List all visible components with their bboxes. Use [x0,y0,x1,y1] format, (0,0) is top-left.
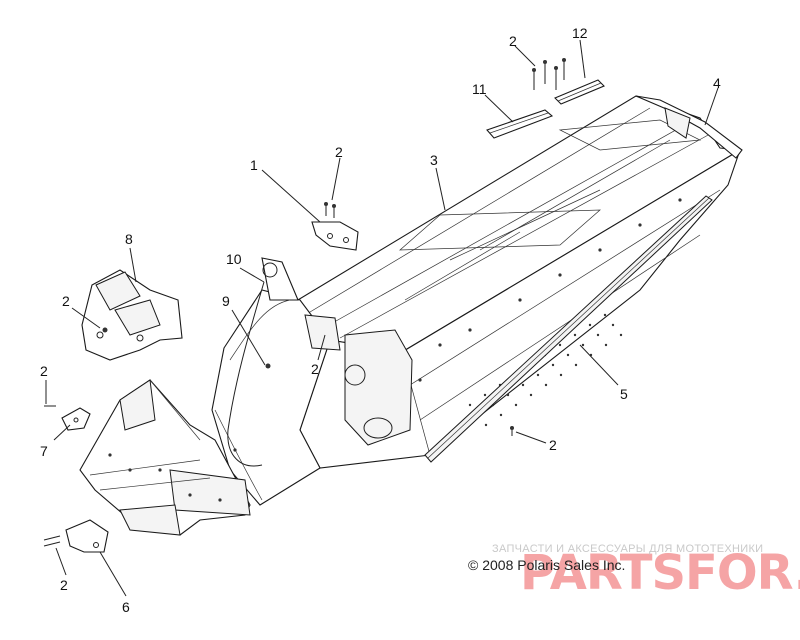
callout-2-part-7: 2 [40,363,48,379]
callout-6: 6 [122,599,130,615]
callout-12: 12 [572,25,588,41]
copyright-notice: © 2008 Polaris Sales Inc. [468,557,626,573]
callout-2-top-bracket: 2 [335,144,343,160]
part-12-rail-cap [554,79,605,105]
part-7-clamp [61,407,91,431]
callout-11: 11 [472,81,487,97]
callout-7: 7 [40,443,48,459]
callout-1: 1 [250,157,258,173]
callout-9: 9 [222,293,230,309]
part-1-bracket [311,221,359,251]
callout-5: 5 [620,386,628,402]
leader-lines [45,39,719,597]
part-11-rail-cap [486,109,554,139]
callout-10: 10 [226,251,242,267]
fasteners [43,58,566,547]
front-bulkhead [211,257,413,506]
callout-2-side: 2 [549,437,557,453]
watermark-tagline: ЗАПЧАСТИ И АКСЕССУАРЫ ДЛЯ МОТОТЕХНИКИ [492,543,764,555]
callout-4: 4 [713,75,721,91]
callout-3: 3 [430,152,438,168]
callout-2-part-8: 2 [62,293,70,309]
part-8-bracket [81,269,183,361]
part-6-bracket [65,519,109,553]
callout-8: 8 [125,231,133,247]
rail-strip [424,195,713,463]
callout-2-bulkhead: 2 [311,361,319,377]
front-frame [79,379,251,536]
callout-2-rail-caps: 2 [509,33,517,49]
callout-2-part-6: 2 [60,577,68,593]
watermark-logo: PARTSFOR.RU [520,545,800,601]
callout-labels: 1 2 2 2 2 2 2 2 3 4 5 6 7 8 9 10 11 12 [40,25,721,615]
rear-bumper [635,95,743,159]
